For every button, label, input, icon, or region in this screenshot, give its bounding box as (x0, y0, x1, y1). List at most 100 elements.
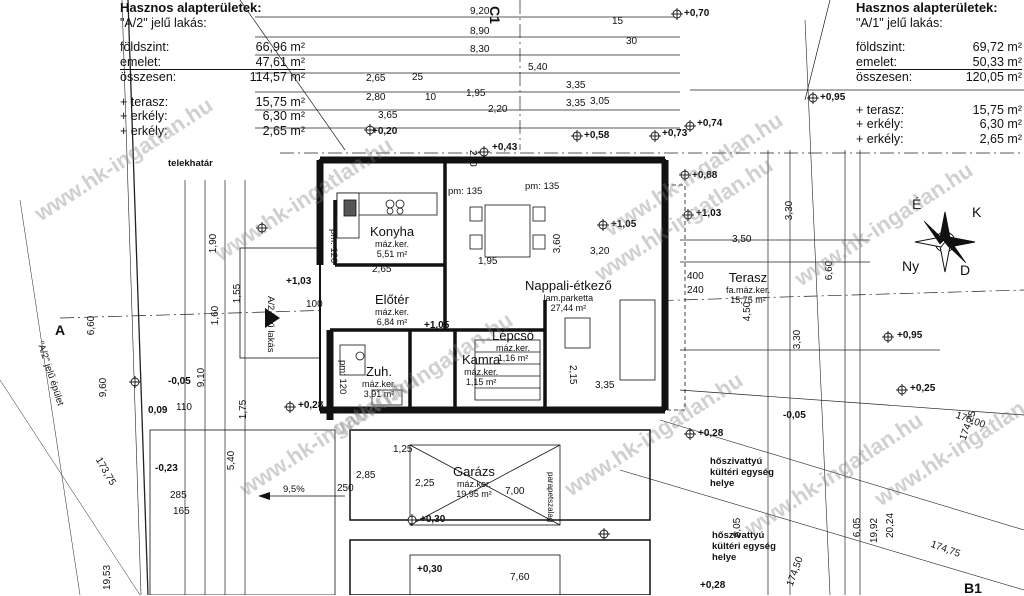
row-value: 47,61 m² (255, 54, 305, 69)
room-area: 5,51 m² (376, 249, 408, 259)
extra-value: 15,75 m² (972, 102, 1022, 117)
right-area-summary: Hasznos alapterületek: "A/1" jelű lakás:… (856, 0, 1022, 146)
dimension-value: 20,24 (885, 512, 897, 539)
dimension-value: 8,90 (470, 26, 490, 37)
room-name: Előtér (375, 292, 409, 307)
dimension-value: 1,55 (232, 283, 244, 304)
dimension-value: 3,65 (378, 110, 398, 121)
left-area-summary: Hasznos alapterületek: "A/2" jelű lakás:… (120, 0, 305, 138)
dimension-value: 9,20 (470, 6, 490, 17)
dimension-value: 8,30 (470, 44, 490, 55)
left-summary-extra: + terasz: 15,75 m² (120, 95, 305, 110)
dimension-value: 2,65 (372, 264, 392, 275)
slope-label: 9,5% (283, 484, 305, 495)
room-name: Garázs (453, 464, 495, 479)
dimension-value: 2,15 (567, 365, 578, 385)
room-floor: máz.ker. (464, 367, 499, 377)
level-mark: +1,03 (286, 276, 312, 287)
extra-value: 6,30 m² (262, 109, 305, 123)
level-mark: +1,05 (424, 320, 450, 331)
dimension-value: 3,50 (732, 234, 752, 245)
level-mark: +1,03 (696, 208, 722, 219)
row-value: 69,72 m² (972, 40, 1022, 54)
room-area: 19,95 m² (456, 489, 492, 499)
room-name: Nappali-étkező (525, 278, 612, 293)
dimension-value: 1,90 (208, 233, 220, 254)
left-summary-row: földszint:66,96 m² (120, 40, 305, 55)
level-mark: -0,23 (155, 463, 178, 474)
dimension-value: 6,05 (852, 517, 864, 538)
right-summary-row: emelet:50,33 m² (856, 55, 1022, 70)
dimension-value: 5,40 (528, 62, 548, 73)
dimension-value: 10 (425, 92, 437, 103)
room-area: 1,15 m² (465, 377, 497, 387)
section-b1-marker: B1 (964, 580, 982, 596)
extra-label: + erkély: (856, 117, 904, 131)
parapet-label: parapetszalag (546, 472, 555, 523)
dimension-value: 30 (626, 36, 638, 47)
level-mark: -0,05 (168, 376, 191, 387)
level-mark: +1,05 (611, 219, 637, 230)
right-summary-extra: + terasz: 15,75 m² (856, 103, 1022, 118)
compass-west: Ny (902, 258, 920, 274)
left-summary-row: emelet:47,61 m² (120, 54, 305, 70)
room-area: 27,44 m² (550, 303, 587, 313)
dimension-value: 1,25 (393, 444, 413, 455)
level-mark: +0,20 (372, 126, 398, 137)
room-area: 3,91 m² (363, 389, 395, 399)
pm-label-1: pm: 135 (448, 186, 483, 197)
dimension-value: 7,00 (505, 486, 525, 497)
left-summary-extra: + erkély:6,30 m² (120, 109, 305, 124)
level-mark: +0,30 (417, 564, 443, 575)
dimension-value: 6,05 (732, 517, 744, 538)
dimension-value: 19,53 (102, 564, 114, 591)
room-floor: máz.ker. (375, 307, 410, 317)
pm-label-2: pm: 135 (525, 181, 560, 192)
level-mark: +0,88 (692, 170, 718, 181)
dimension-value: 110 (176, 402, 192, 413)
room-name: Lépcső (492, 328, 534, 343)
room-name: Terasz (728, 270, 768, 285)
right-summary-title: Hasznos alapterületek: (856, 0, 998, 15)
dimension-value: 5,40 (226, 450, 238, 471)
dimension-value: 2,20 (488, 104, 508, 115)
dimension-value: 3,35 (595, 380, 615, 391)
level-mark: +0,25 (910, 383, 936, 394)
dimension-value: 15 (612, 16, 624, 27)
dimension-value: 9,60 (98, 377, 110, 398)
dimension-value: 1,95 (466, 88, 486, 99)
level-mark: +0,95 (897, 330, 923, 341)
compass-east: K (972, 204, 982, 220)
dimension-value: 2,80 (366, 92, 386, 103)
level-mark: +0,43 (492, 142, 518, 153)
extra-label: + terasz: (856, 102, 905, 117)
room-area: 6,84 m² (376, 317, 408, 327)
dimension-value: 3,60 (552, 233, 564, 254)
level-mark: +0,95 (820, 92, 846, 103)
dimension-value: 3,35 (566, 98, 586, 109)
room-name: Kamra (462, 352, 501, 367)
a2-lakas-label: A/2 jelű lakás (265, 296, 276, 353)
telekhatar-label: telekhatár (168, 158, 213, 169)
dimension-value: 4,50 (742, 301, 754, 322)
dimension-value: 210 (467, 150, 478, 167)
dimension-value: 19,92 (869, 517, 881, 544)
dimension-value: 1,60 (210, 305, 222, 326)
row-label: összesen: (120, 70, 177, 84)
room-eloter: Előtér máz.ker. 6,84 m² (375, 292, 409, 327)
dimension-value: 400 (687, 271, 704, 282)
dimension-value: 3,30 (792, 329, 804, 350)
row-label: földszint: (856, 40, 906, 54)
room-name: Zuh. (366, 364, 393, 379)
extra-label: + terasz: (120, 94, 169, 109)
extra-value: 15,75 m² (255, 94, 305, 109)
dimension-value: 7,60 (510, 572, 530, 583)
extra-value: 2,65 m² (979, 131, 1022, 146)
pm-label-3: pm: 120 (337, 360, 348, 395)
right-summary-extra: + erkély:6,30 m² (856, 117, 1022, 132)
dimension-value: 2,85 (356, 470, 376, 481)
room-floor: máz.ker. (456, 479, 491, 489)
room-terasz: Terasz fa.máz.ker. 15,75 m² (726, 270, 770, 305)
dimension-value: 1,75 (238, 399, 250, 420)
